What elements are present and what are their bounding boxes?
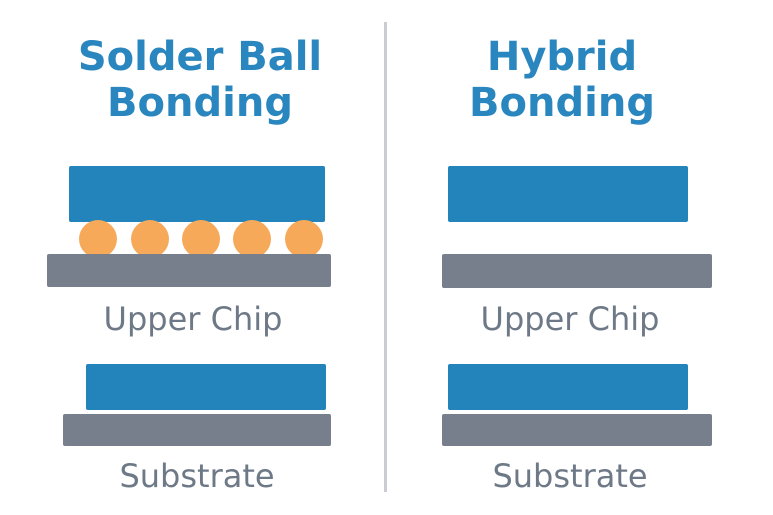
right-substrate-label: Substrate (492, 457, 648, 495)
solder-ball-2 (131, 220, 169, 258)
solder-ball-1 (79, 220, 117, 258)
right-upper-chip-label: Upper Chip (480, 300, 660, 338)
left-title-line2: Bonding (107, 80, 293, 126)
left-lower-substrate (63, 414, 331, 446)
right-title: Hybrid Bonding (392, 34, 732, 126)
left-upper-chip (69, 166, 325, 222)
left-title: Solder Ball Bonding (30, 34, 370, 126)
solder-ball-3 (182, 220, 220, 258)
right-lower-substrate (442, 414, 712, 446)
left-upper-chip-label: Upper Chip (103, 300, 283, 338)
solder-ball-5 (285, 220, 323, 258)
left-substrate-label: Substrate (119, 457, 275, 495)
solder-ball-4 (233, 220, 271, 258)
center-divider (384, 22, 387, 492)
right-upper-chip (448, 166, 688, 222)
left-title-line1: Solder Ball (77, 34, 323, 80)
right-title-line1: Hybrid (486, 34, 638, 80)
right-upper-substrate (442, 254, 712, 288)
right-title-line2: Bonding (469, 80, 655, 126)
left-upper-substrate (47, 254, 331, 287)
left-lower-chip (86, 364, 326, 410)
right-lower-chip (448, 364, 688, 410)
